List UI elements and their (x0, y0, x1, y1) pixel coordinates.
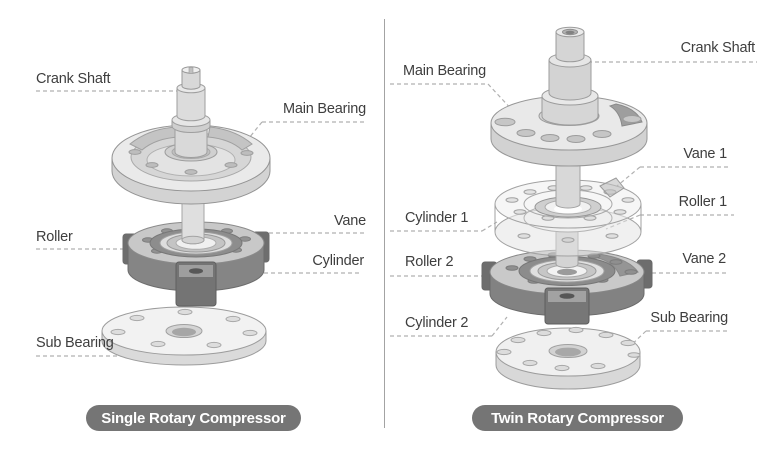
label-roller-2: Roller 2 (405, 254, 454, 270)
twin-rotary-illustration (390, 26, 757, 390)
crank-shaft-part (541, 26, 599, 126)
label-cylinder-2: Cylinder 2 (405, 315, 469, 331)
main-bearing-part (490, 95, 648, 167)
label-vane: Vane (334, 213, 366, 229)
label-crank-shaft: Crank Shaft (680, 40, 756, 56)
cylinder-2-part (481, 249, 653, 325)
label-main-bearing: Main Bearing (282, 101, 366, 117)
sub-bearing-part (101, 306, 267, 366)
single-rotary-panel: Crank Shaft Main Bearing Vane Roller Cyl… (36, 66, 366, 431)
label-crank-shaft: Crank Shaft (36, 71, 111, 87)
crank-shaft-part (171, 66, 211, 158)
label-cylinder-1: Cylinder 1 (405, 210, 469, 226)
vane-2-part (544, 287, 590, 325)
twin-rotary-panel: Main Bearing Crank Shaft Vane 1 Roller 1… (384, 0, 768, 460)
label-cylinder: Cylinder (312, 253, 364, 269)
label-roller-1: Roller 1 (678, 194, 728, 210)
sub-bearing-part (495, 326, 641, 390)
twin-rotary-title-badge: Twin Rotary Compressor (472, 405, 683, 431)
vane-1-part (599, 177, 625, 198)
vane-part (175, 261, 217, 307)
cylinder-1-part (494, 177, 642, 257)
label-sub-bearing: Sub Bearing (36, 335, 114, 351)
label-vane-1: Vane 1 (683, 146, 727, 162)
single-rotary-title-badge: Single Rotary Compressor (86, 405, 301, 431)
label-main-bearing: Main Bearing (403, 63, 487, 79)
main-bearing-part (111, 124, 271, 205)
panel-divider (384, 19, 385, 428)
label-sub-bearing: Sub Bearing (650, 310, 728, 326)
single-rotary-illustration (36, 66, 366, 366)
label-roller: Roller (36, 229, 73, 245)
label-vane-2: Vane 2 (682, 251, 726, 267)
